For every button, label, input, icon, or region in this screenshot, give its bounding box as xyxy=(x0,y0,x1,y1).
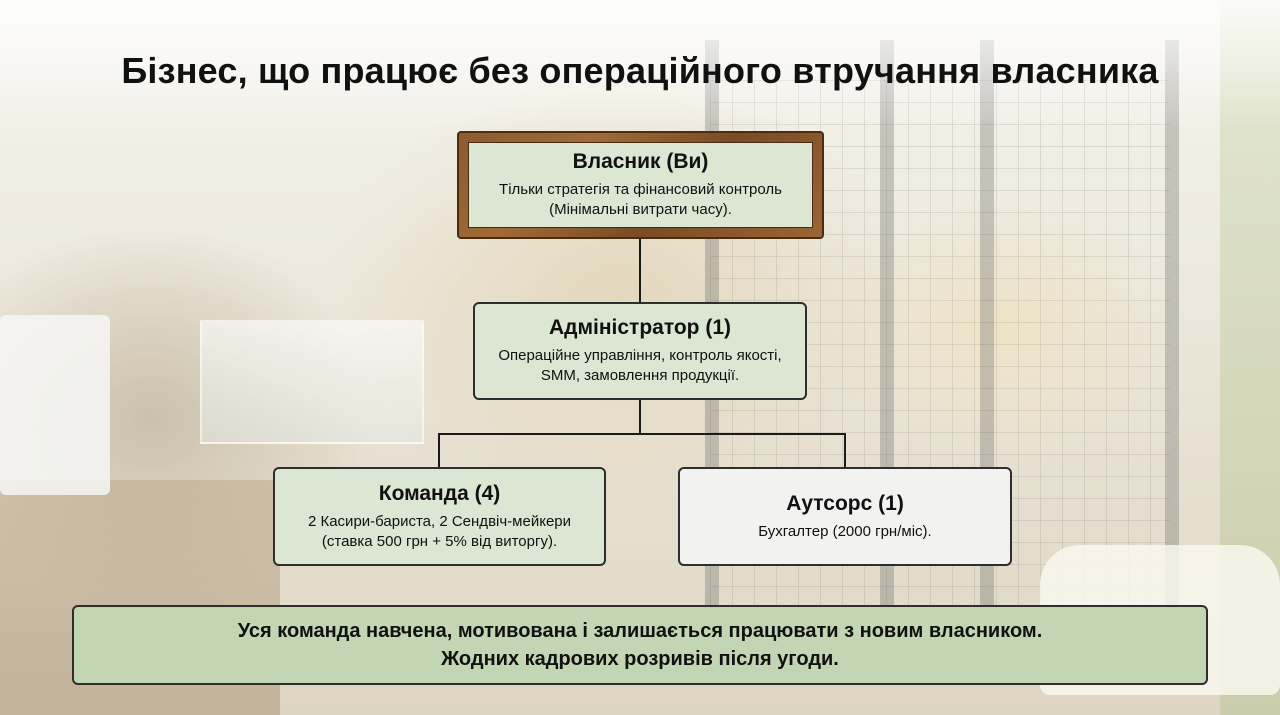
outsource-title: Аутсорс (1) xyxy=(786,491,904,515)
footer-banner: Уся команда навчена, мотивована і залиша… xyxy=(72,605,1208,685)
owner-node-inner: Власник (Ви) Тільки стратегія та фінансо… xyxy=(468,142,813,228)
owner-description: Тільки стратегія та фінансовий контроль … xyxy=(499,181,782,218)
footer-line-2: Жодних кадрових розривів після угоди. xyxy=(441,648,839,670)
outsource-description: Бухгалтер (2000 грн/міс). xyxy=(758,522,932,540)
team-title: Команда (4) xyxy=(378,481,501,505)
owner-node: Власник (Ви) Тільки стратегія та фінансо… xyxy=(457,131,824,239)
team-description: 2 Касири-бариста, 2 Сендвіч-мейкери (ста… xyxy=(307,512,572,550)
administrator-title: Адміністратор (1) xyxy=(548,316,732,339)
page-title: Бізнес, що працює без операційного втруч… xyxy=(121,50,1159,91)
owner-title: Власник (Ви) xyxy=(572,150,709,173)
administrator-node: Адміністратор (1) Операційне управління,… xyxy=(473,302,807,400)
footer-line-1: Уся команда навчена, мотивована і залиша… xyxy=(237,620,1043,642)
outsource-node: Аутсорс (1) Бухгалтер (2000 грн/міс). xyxy=(678,467,1012,566)
team-node: Команда (4) 2 Касири-бариста, 2 Сендвіч-… xyxy=(273,467,606,566)
administrator-description: Операційне управління, контроль якості, … xyxy=(498,347,782,384)
